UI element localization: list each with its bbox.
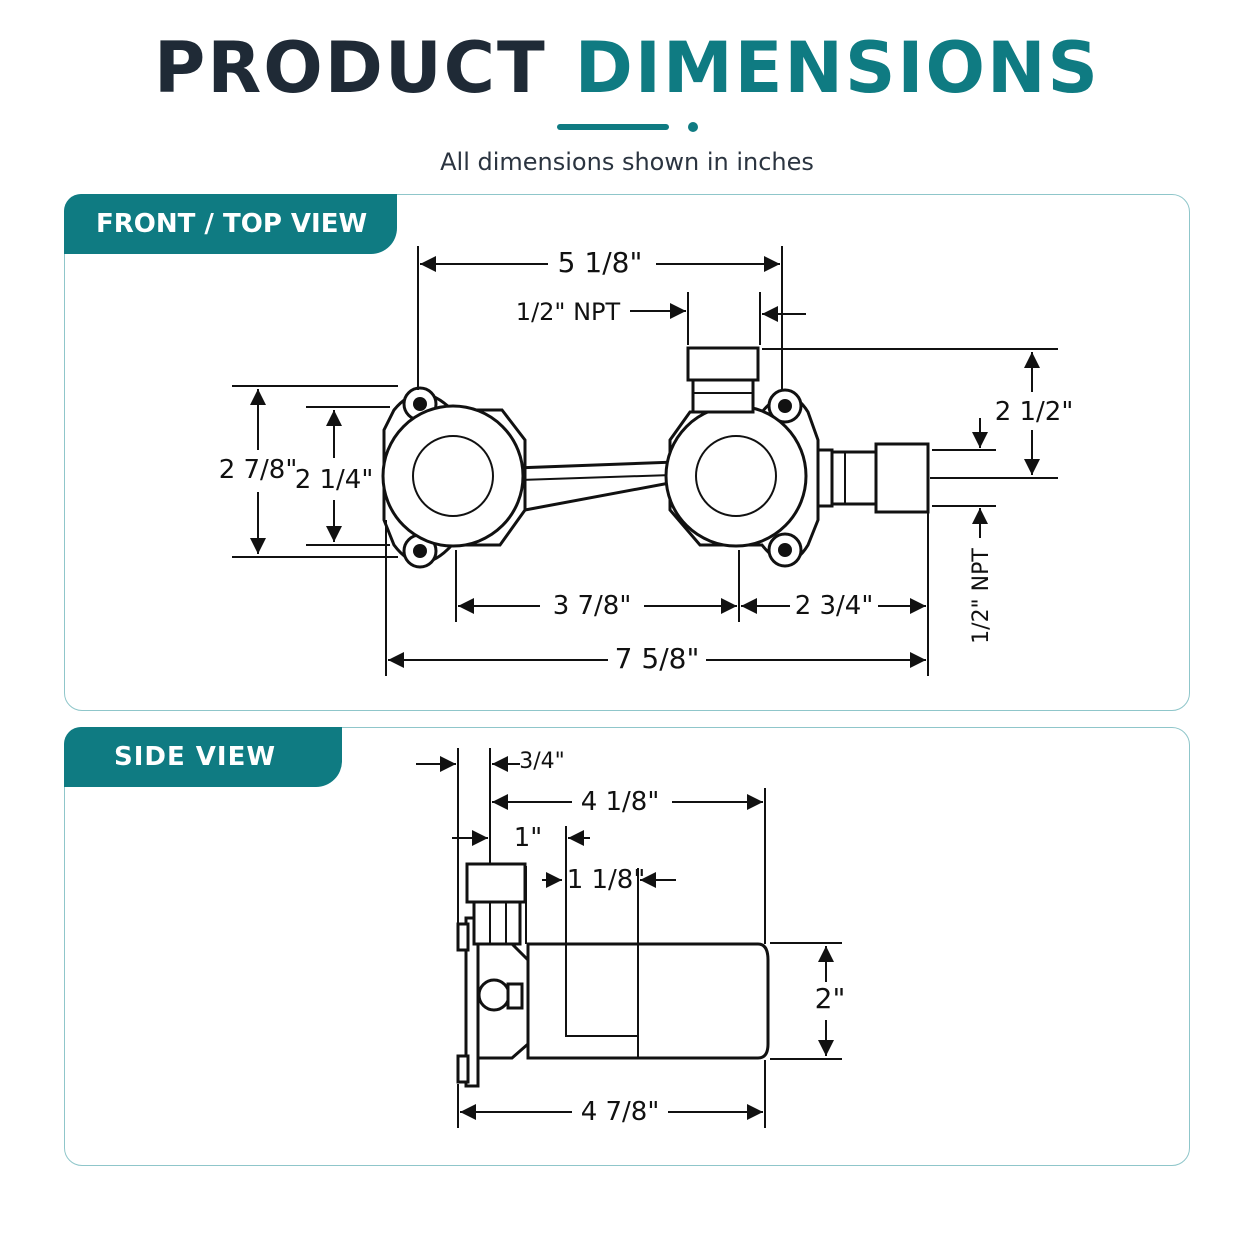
dim-body-height: 2": [815, 982, 846, 1015]
valve-body-front: [381, 346, 930, 569]
side-dimension-lines: [416, 748, 842, 1128]
front-view-label: FRONT / TOP VIEW: [64, 194, 397, 254]
dim-port-width: 1": [514, 823, 543, 853]
title-underline: [557, 124, 669, 130]
title-underline-dot: [688, 122, 698, 132]
dim-right-height: 2 1/2": [995, 397, 1074, 427]
dim-overall-width: 7 5/8": [615, 642, 700, 675]
dim-overall-depth: 4 7/8": [581, 1097, 660, 1127]
dim-step-width: 1 1/8": [567, 865, 646, 895]
side-view-label: SIDE VIEW: [64, 727, 342, 787]
dim-npt-side: 1/2" NPT: [969, 548, 994, 644]
dim-top-width: 5 1/8": [558, 246, 643, 279]
dim-small-offset: 3/4": [519, 749, 565, 774]
dim-npt-top: 1/2" NPT: [516, 298, 621, 326]
dim-body-depth: 4 1/8": [581, 787, 660, 817]
front-dimension-labels: 5 1/8" 1/2" NPT 2 7/8" 2 1/4" 2 1/2" 3 7…: [219, 246, 1074, 675]
front-dimension-lines: [232, 246, 1058, 676]
page-title: PRODUCT DIMENSIONS: [0, 28, 1254, 108]
title-product: PRODUCT: [154, 27, 547, 109]
units-subtitle: All dimensions shown in inches: [440, 148, 814, 176]
dim-right-offset: 2 3/4": [795, 591, 874, 621]
dim-center-distance: 3 7/8": [553, 591, 632, 621]
title-dimensions: DIMENSIONS: [574, 27, 1100, 109]
dim-outer-height: 2 7/8": [219, 455, 298, 485]
valve-body-side: [456, 862, 770, 1088]
dim-inner-height: 2 1/4": [295, 465, 374, 495]
side-dimension-labels: 3/4" 4 1/8" 1" 1 1/8" 2" 4 7/8": [514, 749, 846, 1127]
front-view-panel: FRONT / TOP VIEW: [64, 194, 1190, 711]
